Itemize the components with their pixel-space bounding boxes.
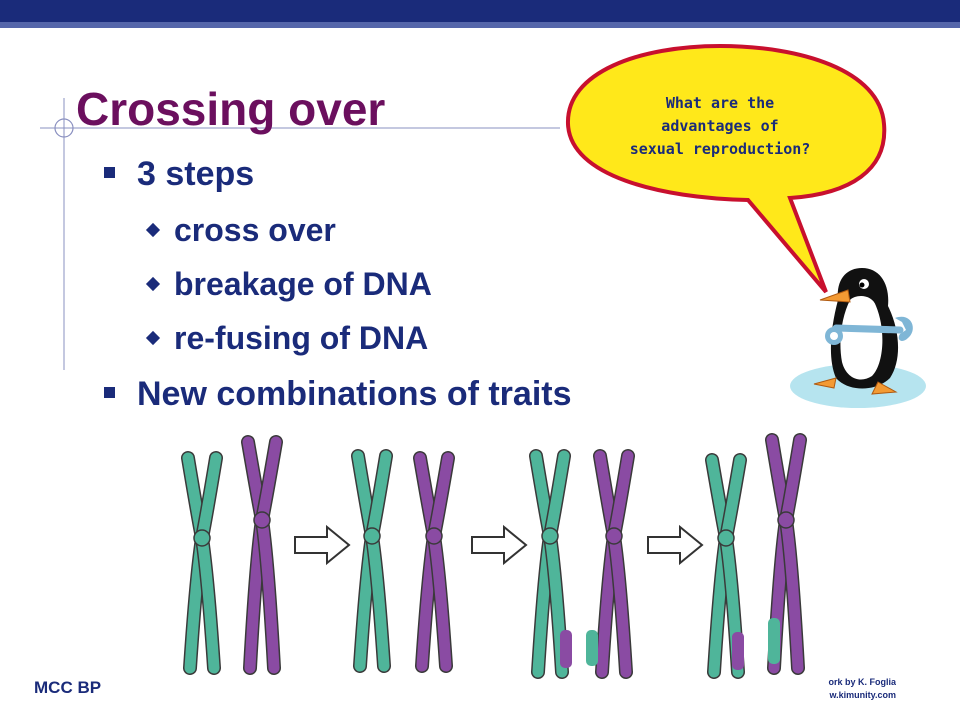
- sub-bullet-text: re-fusing of DNA: [174, 320, 429, 356]
- arrow-right-icon: [471, 524, 528, 566]
- chromosome: [765, 433, 807, 675]
- chromosome: [351, 449, 393, 673]
- bullet-item: 3 steps: [104, 155, 254, 194]
- chromosome: [705, 453, 747, 679]
- bullet-item: New combinations of traits: [104, 375, 572, 414]
- chromosome: [241, 435, 283, 675]
- crosshair-circle-icon: [54, 118, 74, 138]
- square-bullet-icon: [104, 166, 115, 178]
- credit-line: w.kimunity.com: [829, 690, 896, 700]
- chromosome: [586, 449, 635, 679]
- sub-bullet-item: cross over: [145, 212, 336, 249]
- sub-bullet-text: cross over: [174, 212, 336, 248]
- sub-bullet-item: breakage of DNA: [145, 266, 432, 303]
- bubble-line: advantages of: [661, 117, 779, 135]
- speech-bubble-text: What are the advantages of sexual reprod…: [600, 92, 840, 161]
- arrow-right-icon: [294, 524, 351, 566]
- chromosome: [529, 449, 572, 679]
- bullet-text: 3 steps: [137, 155, 255, 193]
- chromosome: [413, 451, 455, 673]
- credit-line: ork by K. Foglia: [828, 677, 896, 687]
- credit-text: ork by K. Foglia w.kimunity.com: [808, 676, 896, 702]
- footer-label: MCC BP: [34, 678, 102, 697]
- bubble-line: sexual reproduction?: [629, 140, 811, 158]
- top-banner-stripe: [0, 22, 960, 28]
- bubble-line: What are the: [665, 94, 775, 112]
- top-banner: [0, 0, 960, 22]
- arrow-right-icon: [647, 524, 704, 566]
- sub-bullet-item: re-fusing of DNA: [145, 320, 429, 357]
- square-bullet-icon: [104, 386, 115, 398]
- slide-title: Crossing over: [76, 83, 386, 135]
- sub-bullet-text: breakage of DNA: [174, 266, 432, 302]
- bullet-text: New combinations of traits: [137, 375, 572, 413]
- chromosome: [181, 451, 223, 675]
